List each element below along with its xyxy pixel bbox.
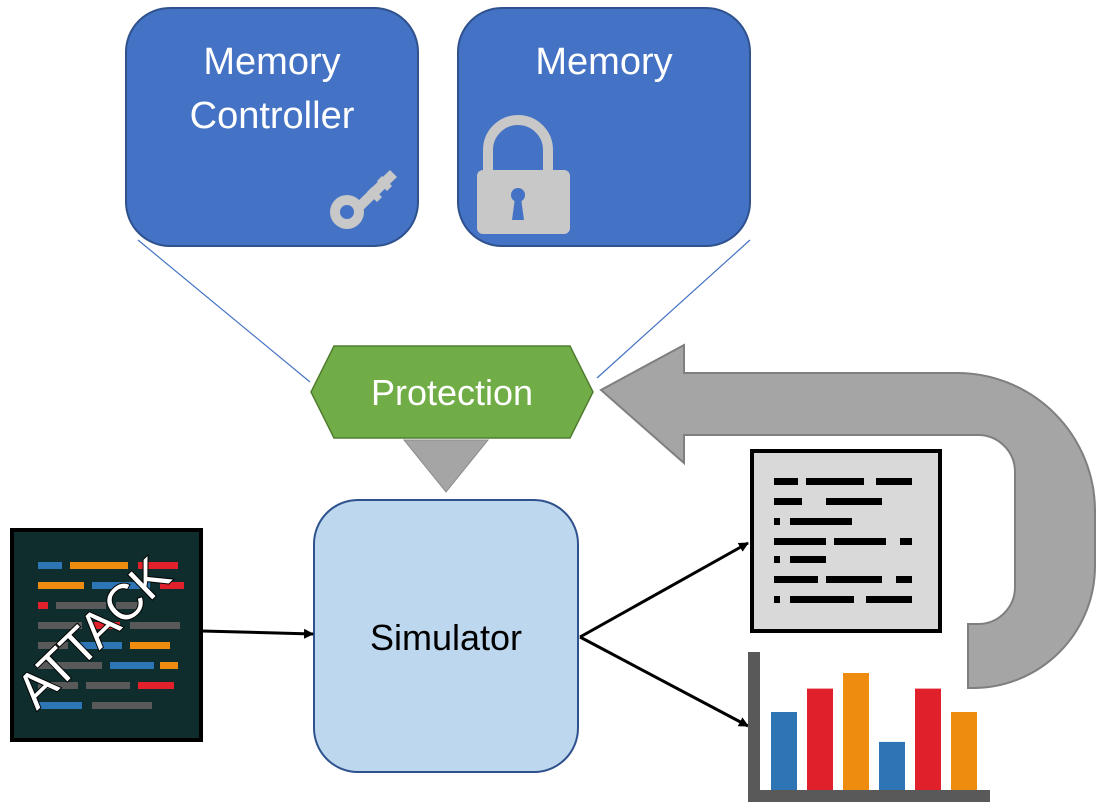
- connector-memory-to-protection: [596, 239, 751, 379]
- bar-chart-icon-bar: [843, 673, 869, 790]
- bar-chart-icon-bar: [915, 688, 941, 790]
- simulator-block: Simulator: [313, 499, 579, 773]
- simulator-label: Simulator: [370, 617, 522, 658]
- memory-label: Memory: [535, 41, 672, 83]
- bar-chart-icon-bar: [879, 741, 905, 790]
- bar-chart-icon-bar: [951, 712, 977, 790]
- bar-chart-icon-bar: [807, 688, 833, 790]
- protection-label: Protection: [371, 372, 533, 413]
- memory-controller-label-line1: Memory: [203, 41, 340, 83]
- feedback-arrow: [599, 343, 1096, 689]
- connector-memory-controller-to-protection: [137, 239, 311, 383]
- memory-controller-label-line2: Controller: [190, 95, 355, 137]
- lock-icon: [477, 115, 570, 234]
- text-log-icon: [750, 449, 942, 633]
- simulator-to-chart-arrow: [579, 635, 749, 728]
- memory-block: Memory: [457, 7, 751, 247]
- simulator-to-log-arrow: [579, 541, 749, 639]
- bar-chart-icon-bar: [771, 712, 797, 790]
- protection-node: Protection: [310, 345, 594, 439]
- bar-chart-icon: [748, 652, 990, 802]
- protection-to-simulator-triangle: [402, 439, 490, 493]
- memory-controller-block: Memory Controller: [125, 7, 419, 247]
- attack-to-simulator-arrow: [201, 628, 314, 639]
- code-screen-icon: ATTACK: [4, 528, 203, 742]
